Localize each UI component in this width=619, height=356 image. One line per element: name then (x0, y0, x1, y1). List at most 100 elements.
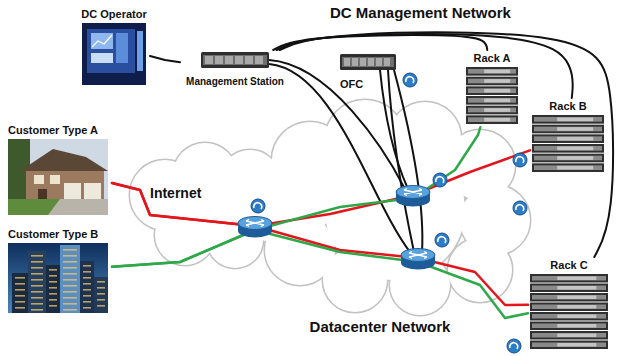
device-label: Rack C (550, 259, 587, 272)
openflow-icon (513, 153, 527, 167)
rack-server-bays (557, 166, 593, 170)
rack-server-face (534, 146, 602, 151)
building-windows (31, 261, 43, 263)
building-windows (31, 309, 43, 311)
network-link (150, 56, 180, 62)
building-windows (97, 293, 105, 295)
device-label: Customer Type A (8, 124, 98, 137)
server-bay (215, 56, 223, 64)
openflow-disc (433, 173, 447, 187)
rack-picture (532, 115, 604, 173)
building-windows (49, 287, 57, 289)
openflow-disc (513, 201, 527, 215)
building-windows (97, 299, 105, 301)
device-label: Customer Type B (8, 228, 98, 241)
rack-server-bays (557, 315, 596, 319)
house-picture (8, 139, 108, 215)
building-windows (49, 299, 57, 301)
rack-server-face (468, 118, 516, 123)
openflow-icon (403, 73, 417, 87)
rack-server-face (534, 156, 602, 161)
rack-server-bays (557, 334, 596, 338)
server-bay (255, 56, 263, 64)
house-window (50, 175, 60, 184)
building-windows (83, 301, 91, 303)
device-label: OFC (340, 78, 363, 91)
rack-server-bays (557, 156, 593, 160)
photo-lawn (8, 199, 108, 215)
rack-server-face (532, 286, 606, 291)
photo-sky (8, 139, 108, 215)
cloud-label: Internet (150, 185, 201, 202)
rack-server (532, 125, 604, 134)
garage-door (84, 183, 101, 199)
building-windows (15, 283, 25, 285)
rack-server-face (468, 79, 516, 84)
rack-server (530, 284, 608, 293)
rack-server (530, 341, 608, 350)
building-windows (49, 305, 57, 307)
device-label: Rack A (474, 52, 511, 65)
rack-server (530, 331, 608, 340)
rack-server-face (532, 276, 606, 281)
server-body (340, 54, 396, 70)
monitor-panel (91, 33, 113, 49)
monitor-screen (87, 29, 135, 73)
openflow-swirl (516, 205, 524, 211)
network-title: DC Management Network (330, 4, 511, 22)
device-label: Management Station (186, 76, 284, 88)
monitor-side (137, 31, 143, 71)
openflow-disc (513, 153, 527, 167)
router-arrows (404, 189, 422, 196)
rack-server-face (532, 333, 606, 338)
rack-server-bays (557, 343, 596, 347)
rack-server (530, 274, 608, 283)
rack-server-face (532, 305, 606, 310)
cloud-outline (448, 238, 512, 302)
server-bay (205, 56, 213, 64)
rack-server (532, 154, 604, 163)
openflow-swirl (438, 237, 446, 243)
rack-server (466, 116, 518, 125)
monitor-panel (91, 53, 113, 63)
rack-server (530, 293, 608, 302)
rack-server (532, 144, 604, 153)
rack-server-bays (557, 277, 596, 281)
building-windows (49, 269, 57, 271)
server-body (201, 52, 269, 68)
rack-server-face (532, 314, 606, 319)
garage-door (64, 183, 81, 199)
server-face (203, 55, 267, 65)
building-windows (63, 303, 77, 305)
rack-server-face (532, 343, 606, 348)
monitor-frame (82, 23, 146, 85)
house-wall (26, 169, 104, 199)
rack-server (466, 67, 518, 76)
building-windows (63, 261, 77, 263)
openflow-icon (507, 339, 521, 353)
building-windows (31, 267, 43, 269)
building-windows (63, 279, 77, 281)
router-arrows (409, 252, 427, 259)
building-windows (83, 283, 91, 285)
rack-server-bays (484, 70, 510, 74)
rack-server-bays (557, 296, 596, 300)
server-bay (225, 56, 233, 64)
rack-server (530, 322, 608, 331)
server-bay (368, 58, 374, 66)
rack-server-face (534, 127, 602, 132)
management-wire (394, 70, 422, 252)
network-link (112, 230, 528, 318)
building-windows (97, 305, 105, 307)
rack-server-face (468, 98, 516, 103)
router-arrows (246, 220, 264, 227)
building-windows (15, 277, 25, 279)
building-windows (49, 281, 57, 283)
rack-server-bays (557, 305, 596, 309)
device-node: OFC (338, 52, 398, 93)
network-link (277, 34, 573, 98)
openflow-icon (435, 233, 449, 247)
openflow-swirl (254, 203, 262, 209)
building-windows (83, 295, 91, 297)
house-window (34, 175, 44, 184)
